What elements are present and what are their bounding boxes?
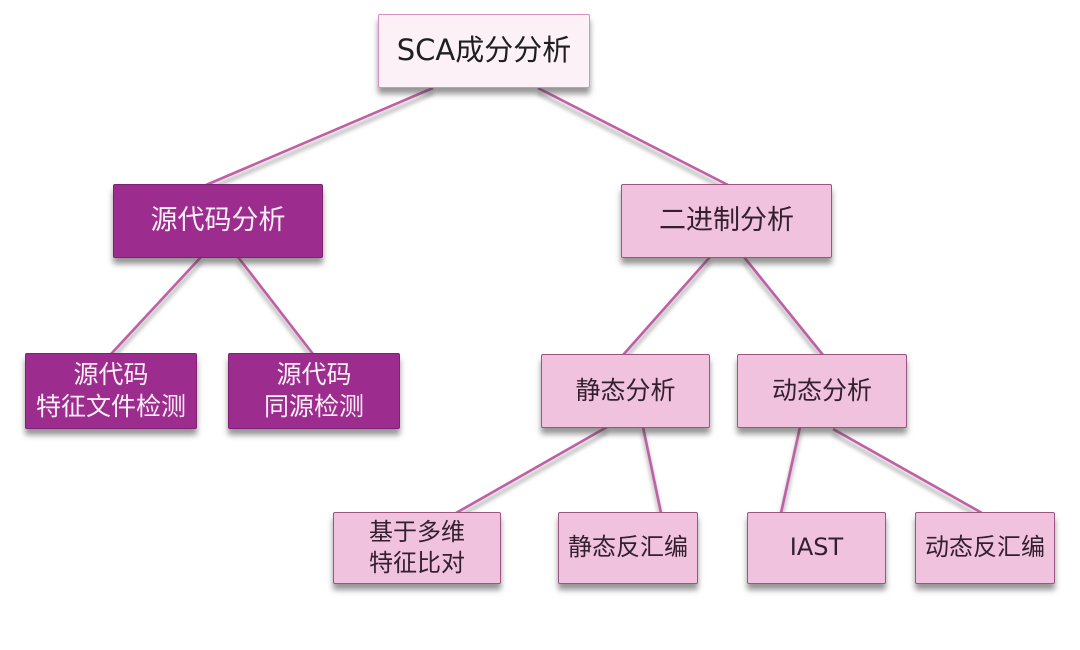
edge-source-feature-file	[110, 256, 202, 355]
node-static-disassembly: 静态反汇编	[558, 512, 698, 584]
edge-dynamic-iast	[779, 426, 802, 514]
edge-binary-static	[622, 256, 711, 356]
edge-source-homology	[236, 256, 315, 355]
edge-static-multidim	[455, 425, 608, 515]
edge-static-disasm	[641, 426, 663, 514]
edge-root-binary	[537, 86, 729, 187]
node-source-homology-detection: 源代码 同源检测	[228, 353, 400, 429]
node-static-analysis: 静态分析	[541, 354, 710, 428]
edge-dynamic-disasm	[832, 427, 983, 515]
node-dynamic-analysis: 动态分析	[737, 354, 907, 428]
node-source-code-analysis: 源代码分析	[113, 184, 323, 258]
node-source-feature-file-detection: 源代码 特征文件检测	[25, 353, 197, 429]
node-binary-analysis: 二进制分析	[621, 184, 832, 258]
edge-binary-dynamic	[742, 256, 825, 356]
node-iast: IAST	[747, 512, 886, 584]
edge-root-source-code	[205, 86, 434, 187]
node-dynamic-disassembly: 动态反汇编	[915, 512, 1055, 584]
node-multidim-feature-comparison: 基于多维 特征比对	[333, 512, 501, 584]
node-sca-root: SCA成分分析	[378, 14, 590, 88]
